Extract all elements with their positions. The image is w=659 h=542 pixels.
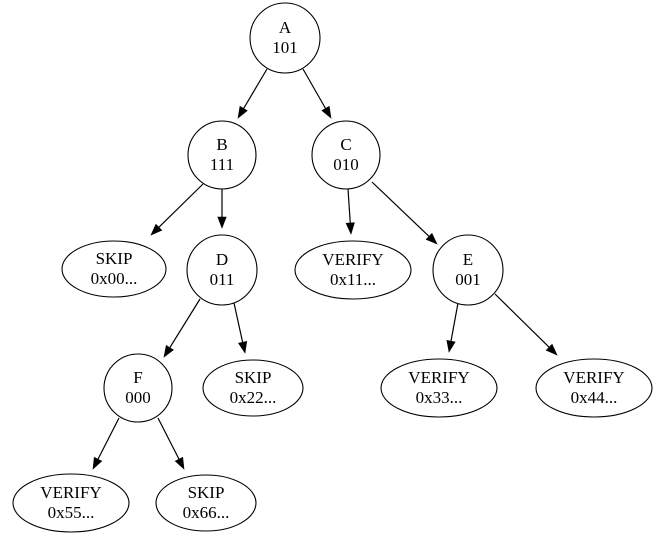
node-label-primary: E — [463, 250, 473, 269]
node-label-secondary: 010 — [333, 155, 359, 174]
node-label-secondary: 011 — [210, 270, 235, 289]
node-v1[interactable]: VERIFY0x11... — [294, 240, 412, 300]
edge-e-to-v4 — [494, 293, 558, 356]
node-label-secondary: 0x55... — [48, 503, 95, 522]
edge-b-to-d — [217, 189, 227, 229]
node-label-secondary: 001 — [455, 270, 481, 289]
node-label-primary: F — [133, 368, 142, 387]
edge-a-to-c — [302, 68, 332, 119]
node-label-secondary: 0x22... — [230, 388, 277, 407]
node-label-primary: C — [340, 135, 351, 154]
edge-a-to-b — [237, 68, 268, 119]
edge-e-to-v3 — [446, 302, 459, 353]
node-label-primary: VERIFY — [322, 250, 383, 269]
edge-f-to-v5 — [92, 417, 120, 470]
node-label-primary: VERIFY — [563, 368, 624, 387]
node-label-secondary: 0x00... — [91, 269, 138, 288]
node-label-secondary: 0x11... — [330, 270, 376, 289]
edge-c-to-v1 — [345, 188, 355, 235]
node-v4[interactable]: VERIFY0x44... — [535, 358, 653, 418]
node-label-secondary: 000 — [125, 388, 151, 407]
node-label-primary: VERIFY — [408, 368, 469, 387]
node-v5[interactable]: VERIFY0x55... — [12, 473, 130, 533]
node-label-primary: SKIP — [96, 249, 133, 268]
node-label-secondary: 0x33... — [416, 388, 463, 407]
node-label-primary: D — [216, 250, 228, 269]
node-s2[interactable]: SKIP0x22... — [202, 359, 304, 417]
node-label-secondary: 0x66... — [183, 503, 230, 522]
edge-b-to-s0 — [150, 183, 204, 236]
edge-d-to-f — [163, 298, 201, 358]
node-label-primary: SKIP — [235, 368, 272, 387]
edge-f-to-s6 — [157, 417, 185, 470]
node-v3[interactable]: VERIFY0x33... — [380, 358, 498, 418]
node-label-primary: VERIFY — [40, 483, 101, 502]
node-s6[interactable]: SKIP0x66... — [155, 474, 257, 532]
node-label-primary: SKIP — [188, 483, 225, 502]
node-label-secondary: 0x44... — [571, 388, 618, 407]
edge-c-to-e — [371, 181, 438, 245]
node-label-primary: B — [216, 135, 227, 154]
node-label-secondary: 111 — [210, 155, 234, 174]
edge-d-to-s2 — [233, 302, 248, 354]
nodes-layer: A101B111C010SKIP0x00...D011VERIFY0x11...… — [12, 2, 653, 533]
edges-layer — [92, 68, 558, 470]
node-s0[interactable]: SKIP0x00... — [61, 240, 167, 298]
node-label-primary: A — [279, 18, 292, 37]
node-label-secondary: 101 — [272, 38, 298, 57]
